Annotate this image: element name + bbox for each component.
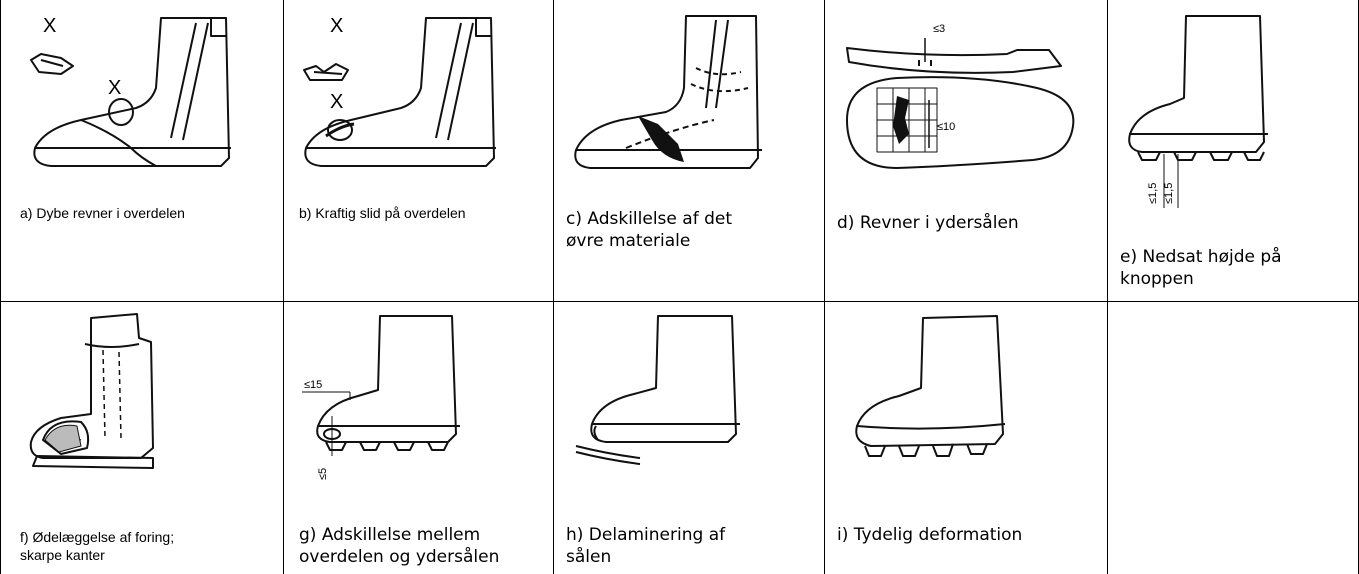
max-crack-label: ≤10	[937, 121, 955, 133]
caption-c: c) Adskillelse af det øvre materiale	[566, 208, 732, 252]
defect-mark-x: X	[330, 91, 343, 113]
cell-a: X X a) Dybe revner i overdelen	[1, 0, 283, 301]
cell-g: ≤15 ≤5 g) Adskillelse mellem overdelen o…	[284, 302, 553, 574]
upper-outsole-separation-illustration: ≤15 ≤5	[296, 308, 496, 488]
cell-b: X X b) Kraftig slid på overdelen	[284, 0, 553, 301]
defect-mark-x: X	[330, 15, 343, 37]
sole-delamination-illustration	[568, 308, 778, 488]
stud-height-label: ≤1,5	[1163, 183, 1175, 204]
cell-h: h) Delaminering af sålen	[554, 302, 824, 574]
boot-upper-crack-illustration: X X	[21, 8, 241, 186]
caption-g: g) Adskillelse mellem overdelen og yders…	[299, 524, 499, 568]
outsole-crack-illustration: ≤3 ≤10	[837, 8, 1087, 186]
boot-material-separation-illustration	[566, 8, 786, 186]
caption-i: i) Tydelig deformation	[837, 524, 1022, 546]
max-depth-label: ≤5	[317, 468, 329, 480]
cell-c: c) Adskillelse af det øvre materiale	[554, 0, 824, 301]
cell-f: f) Ødelæggelse af foring; skarpe kanter	[1, 302, 283, 574]
defect-mark-x: X	[108, 77, 121, 99]
caption-e: e) Nedsat højde på knoppen	[1120, 246, 1282, 290]
caption-h: h) Delaminering af sålen	[566, 524, 725, 568]
boot-stud-height-illustration: ≤1,5 ≤1,5	[1120, 8, 1320, 208]
caption-f: f) Ødelæggelse af foring; skarpe kanter	[20, 528, 174, 564]
max-length-label: ≤15	[304, 379, 322, 391]
cell-i: i) Tydelig deformation	[825, 302, 1107, 574]
caption-b: b) Kraftig slid på overdelen	[299, 204, 466, 222]
caption-d: d) Revner i ydersålen	[837, 212, 1019, 234]
stud-height-label: ≤1,5	[1147, 183, 1159, 204]
cell-empty	[1108, 302, 1358, 574]
cell-d: ≤3 ≤10 d) Revner i ydersålen	[825, 0, 1107, 301]
max-gap-label: ≤3	[933, 23, 945, 35]
cell-e: ≤1,5 ≤1,5 e) Nedsat højde på knoppen	[1108, 0, 1358, 301]
caption-a: a) Dybe revner i overdelen	[20, 204, 185, 222]
lining-damage-illustration	[21, 308, 191, 484]
boot-deformation-illustration	[837, 308, 1047, 488]
defect-mark-x: X	[43, 15, 56, 37]
boot-upper-wear-illustration: X X	[296, 8, 506, 186]
